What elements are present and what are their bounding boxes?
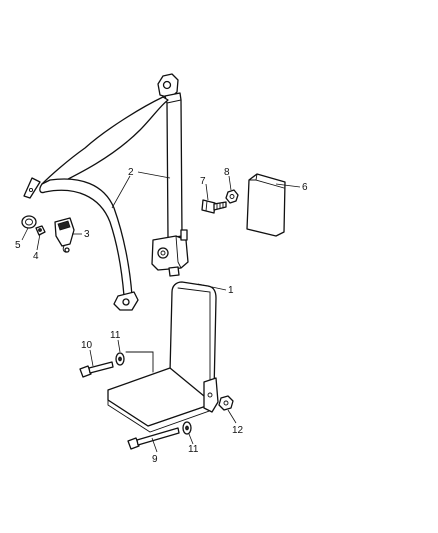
callout-1: 1 — [228, 285, 234, 296]
buckle-assembly — [54, 217, 75, 253]
nut-8-body — [225, 189, 239, 204]
lower-anchor-hole — [122, 298, 130, 306]
seat-belt-assembly — [23, 73, 189, 311]
callout-4: 4 — [33, 251, 39, 262]
bolt-10 — [79, 361, 114, 378]
retractor-mount-hole-inner — [160, 250, 166, 256]
seat-backrest-inner-edge — [177, 287, 211, 393]
seat-frame-hole — [207, 392, 213, 398]
vertical-belt-webbing — [164, 92, 183, 239]
callout-5: 5 — [15, 240, 21, 251]
nut-8-hole — [229, 194, 235, 199]
spacer-hole — [38, 228, 42, 232]
webbing-fold-line — [166, 99, 182, 104]
bolt-7-flat — [205, 200, 208, 212]
leader-10 — [89, 349, 94, 367]
leader-4 — [36, 233, 41, 251]
bolt-9-shank — [136, 427, 180, 446]
callout-3: 3 — [84, 229, 90, 240]
leader-1 — [197, 283, 227, 291]
lap-belt-webbing — [39, 178, 133, 297]
bolt-10-head — [79, 365, 92, 378]
bolt-9-head — [127, 437, 140, 450]
leader-2b — [111, 175, 131, 209]
leader-8 — [228, 175, 232, 191]
mount-alignment-line — [125, 351, 154, 373]
belt-end-hole — [28, 187, 34, 193]
washer-11-lower — [182, 421, 192, 435]
buckle-pin — [64, 247, 70, 253]
washer-11-upper-hole — [118, 356, 122, 362]
retractor-edge — [175, 235, 182, 269]
retractor-mount-hole — [157, 247, 169, 259]
leader-9 — [151, 437, 158, 453]
upper-anchor-bolt-hole — [162, 80, 172, 90]
callout-6: 6 — [302, 182, 308, 193]
trim-cover-6 — [246, 173, 286, 237]
leader-2a — [137, 171, 171, 179]
washer-inner — [25, 218, 33, 226]
nut-12-hole — [223, 400, 229, 406]
leader-6 — [275, 183, 301, 188]
buckle-release-button — [57, 220, 71, 231]
retractor-housing — [151, 235, 189, 271]
callout-7: 7 — [200, 176, 206, 187]
callout-10: 10 — [81, 340, 93, 351]
buckle-spacer — [35, 225, 46, 236]
leader-5 — [21, 227, 29, 241]
callout-12: 12 — [232, 425, 244, 436]
bolt-10-shank — [88, 361, 114, 374]
bolt-7-thread — [216, 202, 224, 210]
leader-lines — [21, 171, 301, 453]
bolt-7 — [201, 199, 227, 214]
callout-labels: 1 2 3 4 5 6 7 8 9 10 11 11 12 — [15, 167, 308, 465]
leader-7 — [205, 183, 209, 201]
seat-assembly-1 — [107, 281, 219, 433]
seat-side-frame — [203, 377, 219, 413]
washer-5 — [21, 215, 37, 229]
belt-end-tab — [23, 177, 41, 199]
leader-11a — [117, 339, 121, 353]
leader-12 — [227, 409, 237, 424]
callout-2: 2 — [128, 167, 134, 178]
callout-8: 8 — [224, 167, 230, 178]
leader-11b — [188, 433, 194, 445]
callout-11-lower: 11 — [188, 444, 199, 455]
washer-outer — [21, 215, 37, 229]
bolt-9 — [127, 427, 180, 450]
washer-11-upper — [115, 352, 125, 366]
callout-9: 9 — [152, 454, 158, 465]
retractor-tab — [180, 229, 188, 241]
callout-11-upper: 11 — [110, 330, 121, 341]
nut-12 — [218, 395, 234, 411]
washer-11-lower-hole — [185, 425, 189, 431]
retractor-lower-tab — [168, 266, 180, 277]
nut-8 — [225, 189, 239, 204]
nut-12-body — [218, 395, 234, 411]
bolt-7-head — [201, 199, 216, 214]
